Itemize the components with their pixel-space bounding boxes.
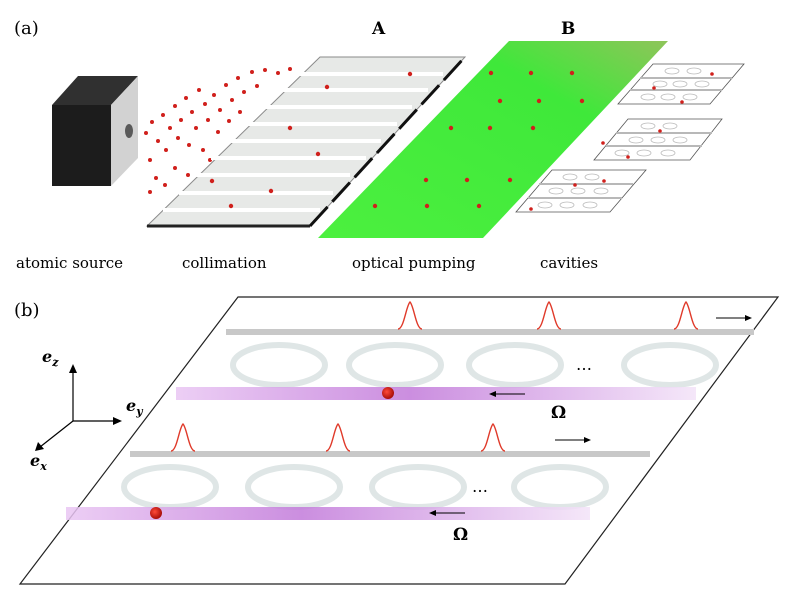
waveguide-lower bbox=[130, 451, 650, 457]
cavity-card bbox=[515, 169, 647, 213]
arrow-left-upper bbox=[489, 391, 525, 397]
ring-resonator-row-upper bbox=[230, 342, 719, 388]
label-a: A bbox=[371, 19, 386, 39]
atom-spray bbox=[144, 67, 292, 194]
pulse-lower bbox=[170, 423, 506, 452]
arrow-right-upper bbox=[716, 315, 752, 321]
chip-plane bbox=[18, 296, 780, 585]
caption-optical-pumping: optical pumping bbox=[352, 254, 476, 272]
panel-a-label: (a) bbox=[14, 18, 39, 39]
cavity-card bbox=[593, 118, 723, 161]
caption-collimation: collimation bbox=[182, 254, 267, 272]
pulse-upper bbox=[397, 301, 699, 330]
atomic-source-cube bbox=[52, 76, 138, 186]
cavity-card bbox=[617, 63, 745, 105]
arrow-left-lower bbox=[429, 510, 465, 516]
caption-atomic-source: atomic source bbox=[16, 254, 123, 272]
caption-cavities: cavities bbox=[540, 254, 598, 272]
ellipsis-lower: … bbox=[472, 477, 488, 496]
axis-y-label: ey bbox=[126, 396, 144, 418]
laser-beam-upper bbox=[176, 387, 696, 400]
axis-z-label: ez bbox=[42, 347, 59, 369]
omega-label-upper: Ω bbox=[551, 403, 566, 423]
ellipsis-upper: … bbox=[576, 355, 592, 374]
panel-b-label: (b) bbox=[14, 300, 40, 321]
arrow-right-lower bbox=[555, 437, 591, 443]
coordinate-axes bbox=[35, 364, 122, 451]
omega-label-lower: Ω bbox=[453, 525, 468, 545]
waveguide-upper bbox=[226, 329, 754, 335]
optical-pumping-slab bbox=[318, 41, 668, 238]
atom-lower bbox=[150, 507, 162, 519]
atom-upper bbox=[382, 387, 394, 399]
label-b: B bbox=[561, 19, 575, 39]
laser-beam-lower bbox=[66, 507, 590, 520]
collimation-slab bbox=[145, 55, 467, 228]
axis-x-label: ex bbox=[30, 451, 47, 473]
